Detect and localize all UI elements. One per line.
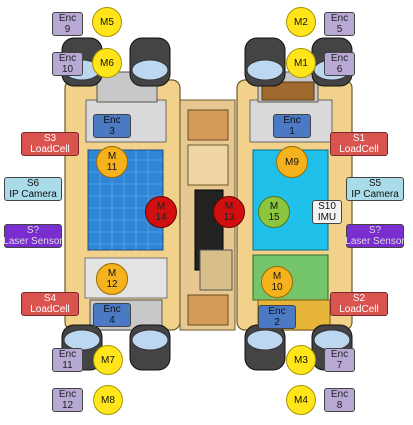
right-laser-sensor-label: S?Laser Sensor — [345, 224, 405, 248]
motor-m8: M8 — [93, 385, 123, 415]
motor-m7: M7 — [93, 345, 123, 375]
right-robot-body — [236, 71, 353, 331]
motor-m4: M4 — [286, 385, 316, 415]
motor-m1: M1 — [286, 48, 316, 78]
motor-m5: M5 — [92, 7, 122, 37]
left-laser-sensor-label: S?Laser Sensor — [3, 224, 63, 248]
motor-m3: M3 — [286, 345, 316, 375]
motor-m6: M6 — [92, 48, 122, 78]
motor-m9: M9 — [276, 146, 308, 178]
motor-m2: M2 — [286, 7, 316, 37]
